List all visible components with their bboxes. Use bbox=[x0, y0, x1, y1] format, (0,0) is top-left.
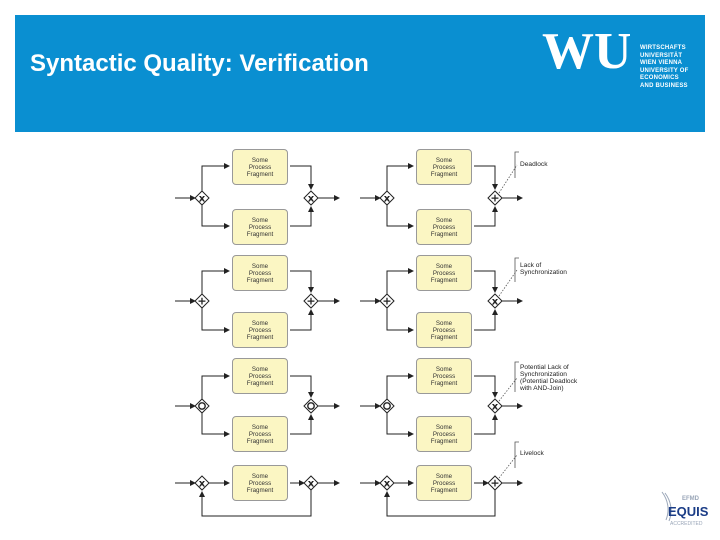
annotation-potential-line4: with AND-Join) bbox=[520, 385, 564, 392]
equis-sub-text: ACCREDITED bbox=[670, 521, 703, 527]
process-fragment-box: Some Process Fragment bbox=[416, 358, 472, 394]
wu-line: WIEN VIENNA bbox=[640, 60, 683, 67]
process-fragment-label: Some Process Fragment bbox=[246, 472, 274, 494]
process-fragment-label: Some Process Fragment bbox=[430, 156, 458, 178]
process-fragment-label: Some Process Fragment bbox=[430, 472, 458, 494]
process-fragment-box: Some Process Fragment bbox=[232, 149, 288, 185]
annotation-livelock: Livelock bbox=[520, 450, 544, 457]
equis-small-text: EFMD bbox=[682, 496, 700, 502]
wu-line: AND BUSINESS bbox=[640, 82, 688, 89]
slide-title: Syntactic Quality: Verification bbox=[30, 50, 369, 77]
wu-line: UNIVERSITÄT bbox=[640, 52, 683, 59]
process-fragment-label: Some Process Fragment bbox=[246, 423, 274, 445]
process-fragment-label: Some Process Fragment bbox=[430, 216, 458, 238]
process-fragment-label: Some Process Fragment bbox=[246, 156, 274, 178]
annotation-potential-line2: Synchronization bbox=[520, 371, 567, 378]
wu-logo: WU bbox=[542, 23, 630, 76]
process-fragment-box: Some Process Fragment bbox=[416, 209, 472, 245]
title-banner bbox=[15, 15, 705, 132]
wu-line: UNIVERSITY OF bbox=[640, 67, 689, 74]
process-fragment-box: Some Process Fragment bbox=[232, 358, 288, 394]
wu-logo-wordmark: WIRTSCHAFTS UNIVERSITÄT WIEN VIENNA UNIV… bbox=[640, 45, 689, 91]
equis-main-text: EQUIS bbox=[668, 504, 709, 519]
process-fragment-box: Some Process Fragment bbox=[232, 209, 288, 245]
annotation-potential-line1: Potential Lack of bbox=[520, 364, 569, 371]
process-fragment-box: Some Process Fragment bbox=[232, 312, 288, 348]
equis-logo: EFMD EQUIS ACCREDITED bbox=[661, 491, 709, 527]
process-fragment-label: Some Process Fragment bbox=[246, 262, 274, 284]
wu-line: WIRTSCHAFTS bbox=[640, 45, 686, 51]
annotation-potential-line3: (Potential Deadlock bbox=[520, 378, 578, 385]
process-fragment-box: Some Process Fragment bbox=[232, 416, 288, 452]
process-fragment-box: Some Process Fragment bbox=[416, 312, 472, 348]
wu-logo-letters: WU bbox=[542, 23, 630, 76]
process-fragment-box: Some Process Fragment bbox=[416, 255, 472, 291]
process-fragment-box: Some Process Fragment bbox=[416, 416, 472, 452]
wu-line: ECONOMICS bbox=[640, 75, 679, 82]
process-fragment-box: Some Process Fragment bbox=[416, 149, 472, 185]
process-fragment-label: Some Process Fragment bbox=[430, 423, 458, 445]
process-fragment-label: Some Process Fragment bbox=[246, 319, 274, 341]
process-fragment-box: Some Process Fragment bbox=[416, 465, 472, 501]
process-fragment-label: Some Process Fragment bbox=[246, 365, 274, 387]
annotation-lack-sync-line2: Synchronization bbox=[520, 269, 567, 276]
annotation-deadlock: Deadlock bbox=[520, 161, 548, 168]
process-fragment-box: Some Process Fragment bbox=[232, 465, 288, 501]
process-fragment-label: Some Process Fragment bbox=[430, 365, 458, 387]
process-fragment-label: Some Process Fragment bbox=[430, 319, 458, 341]
process-fragment-label: Some Process Fragment bbox=[430, 262, 458, 284]
process-fragment-label: Some Process Fragment bbox=[246, 216, 274, 238]
process-fragment-box: Some Process Fragment bbox=[232, 255, 288, 291]
annotation-lack-sync-line1: Lack of bbox=[520, 262, 542, 269]
